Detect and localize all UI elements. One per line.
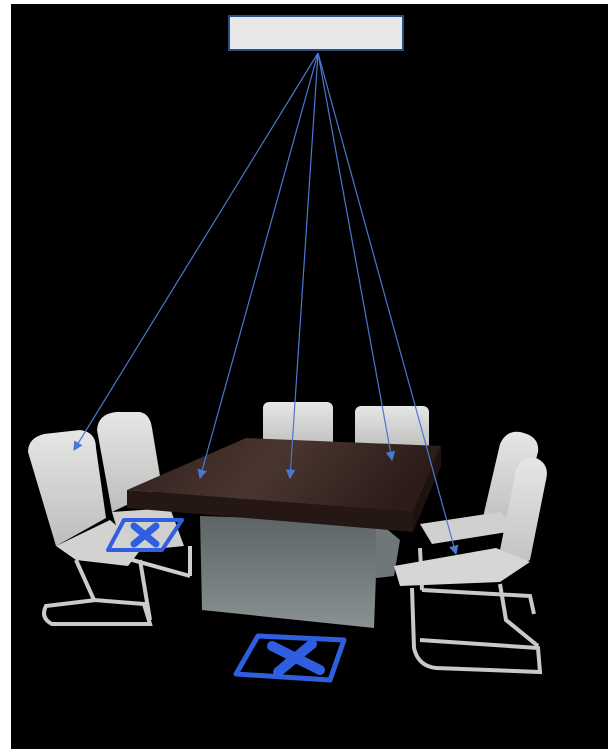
table-base	[200, 516, 400, 628]
label-box[interactable]	[228, 15, 404, 51]
arrow-to-table-right	[318, 53, 392, 460]
arrow-to-chair	[74, 53, 318, 450]
tabletop	[127, 438, 441, 532]
x-marker-icon[interactable]	[236, 636, 344, 680]
